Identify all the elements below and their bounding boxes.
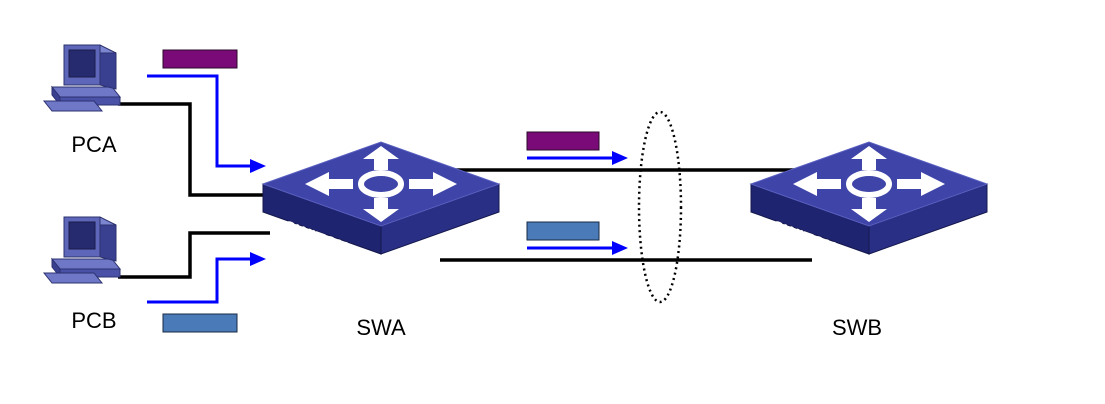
traffic-arrows [147,74,616,304]
pca-label: PCA [71,132,117,157]
link-pca-swa [118,102,270,197]
computer-icon [43,44,121,112]
pc-a: PCA [43,44,121,157]
arrowhead-link-1 [612,151,628,165]
arrowhead-link-2 [612,241,628,255]
flow-arrow-pca [147,74,256,168]
swa-label: SWA [356,315,406,340]
computer-icon [43,216,121,284]
pc-b: PCB [43,216,121,333]
frame-from-pcb [162,313,238,333]
frame-on-link-1 [526,131,600,151]
arrowhead-pca [250,159,266,173]
swb-label: SWB [832,315,882,340]
switch-b: SWITCH SWB [751,142,987,340]
frame-from-pca [162,49,238,69]
link-pcb-swa [118,231,270,279]
aggregation-group-ellipse [637,110,683,304]
flow-arrow-pcb [147,257,256,304]
frame-on-link-2 [526,221,600,241]
switch-a: SWITCH SWA [263,142,499,340]
pcb-label: PCB [71,308,116,333]
network-links [118,102,812,279]
arrowhead-pcb [250,252,266,266]
